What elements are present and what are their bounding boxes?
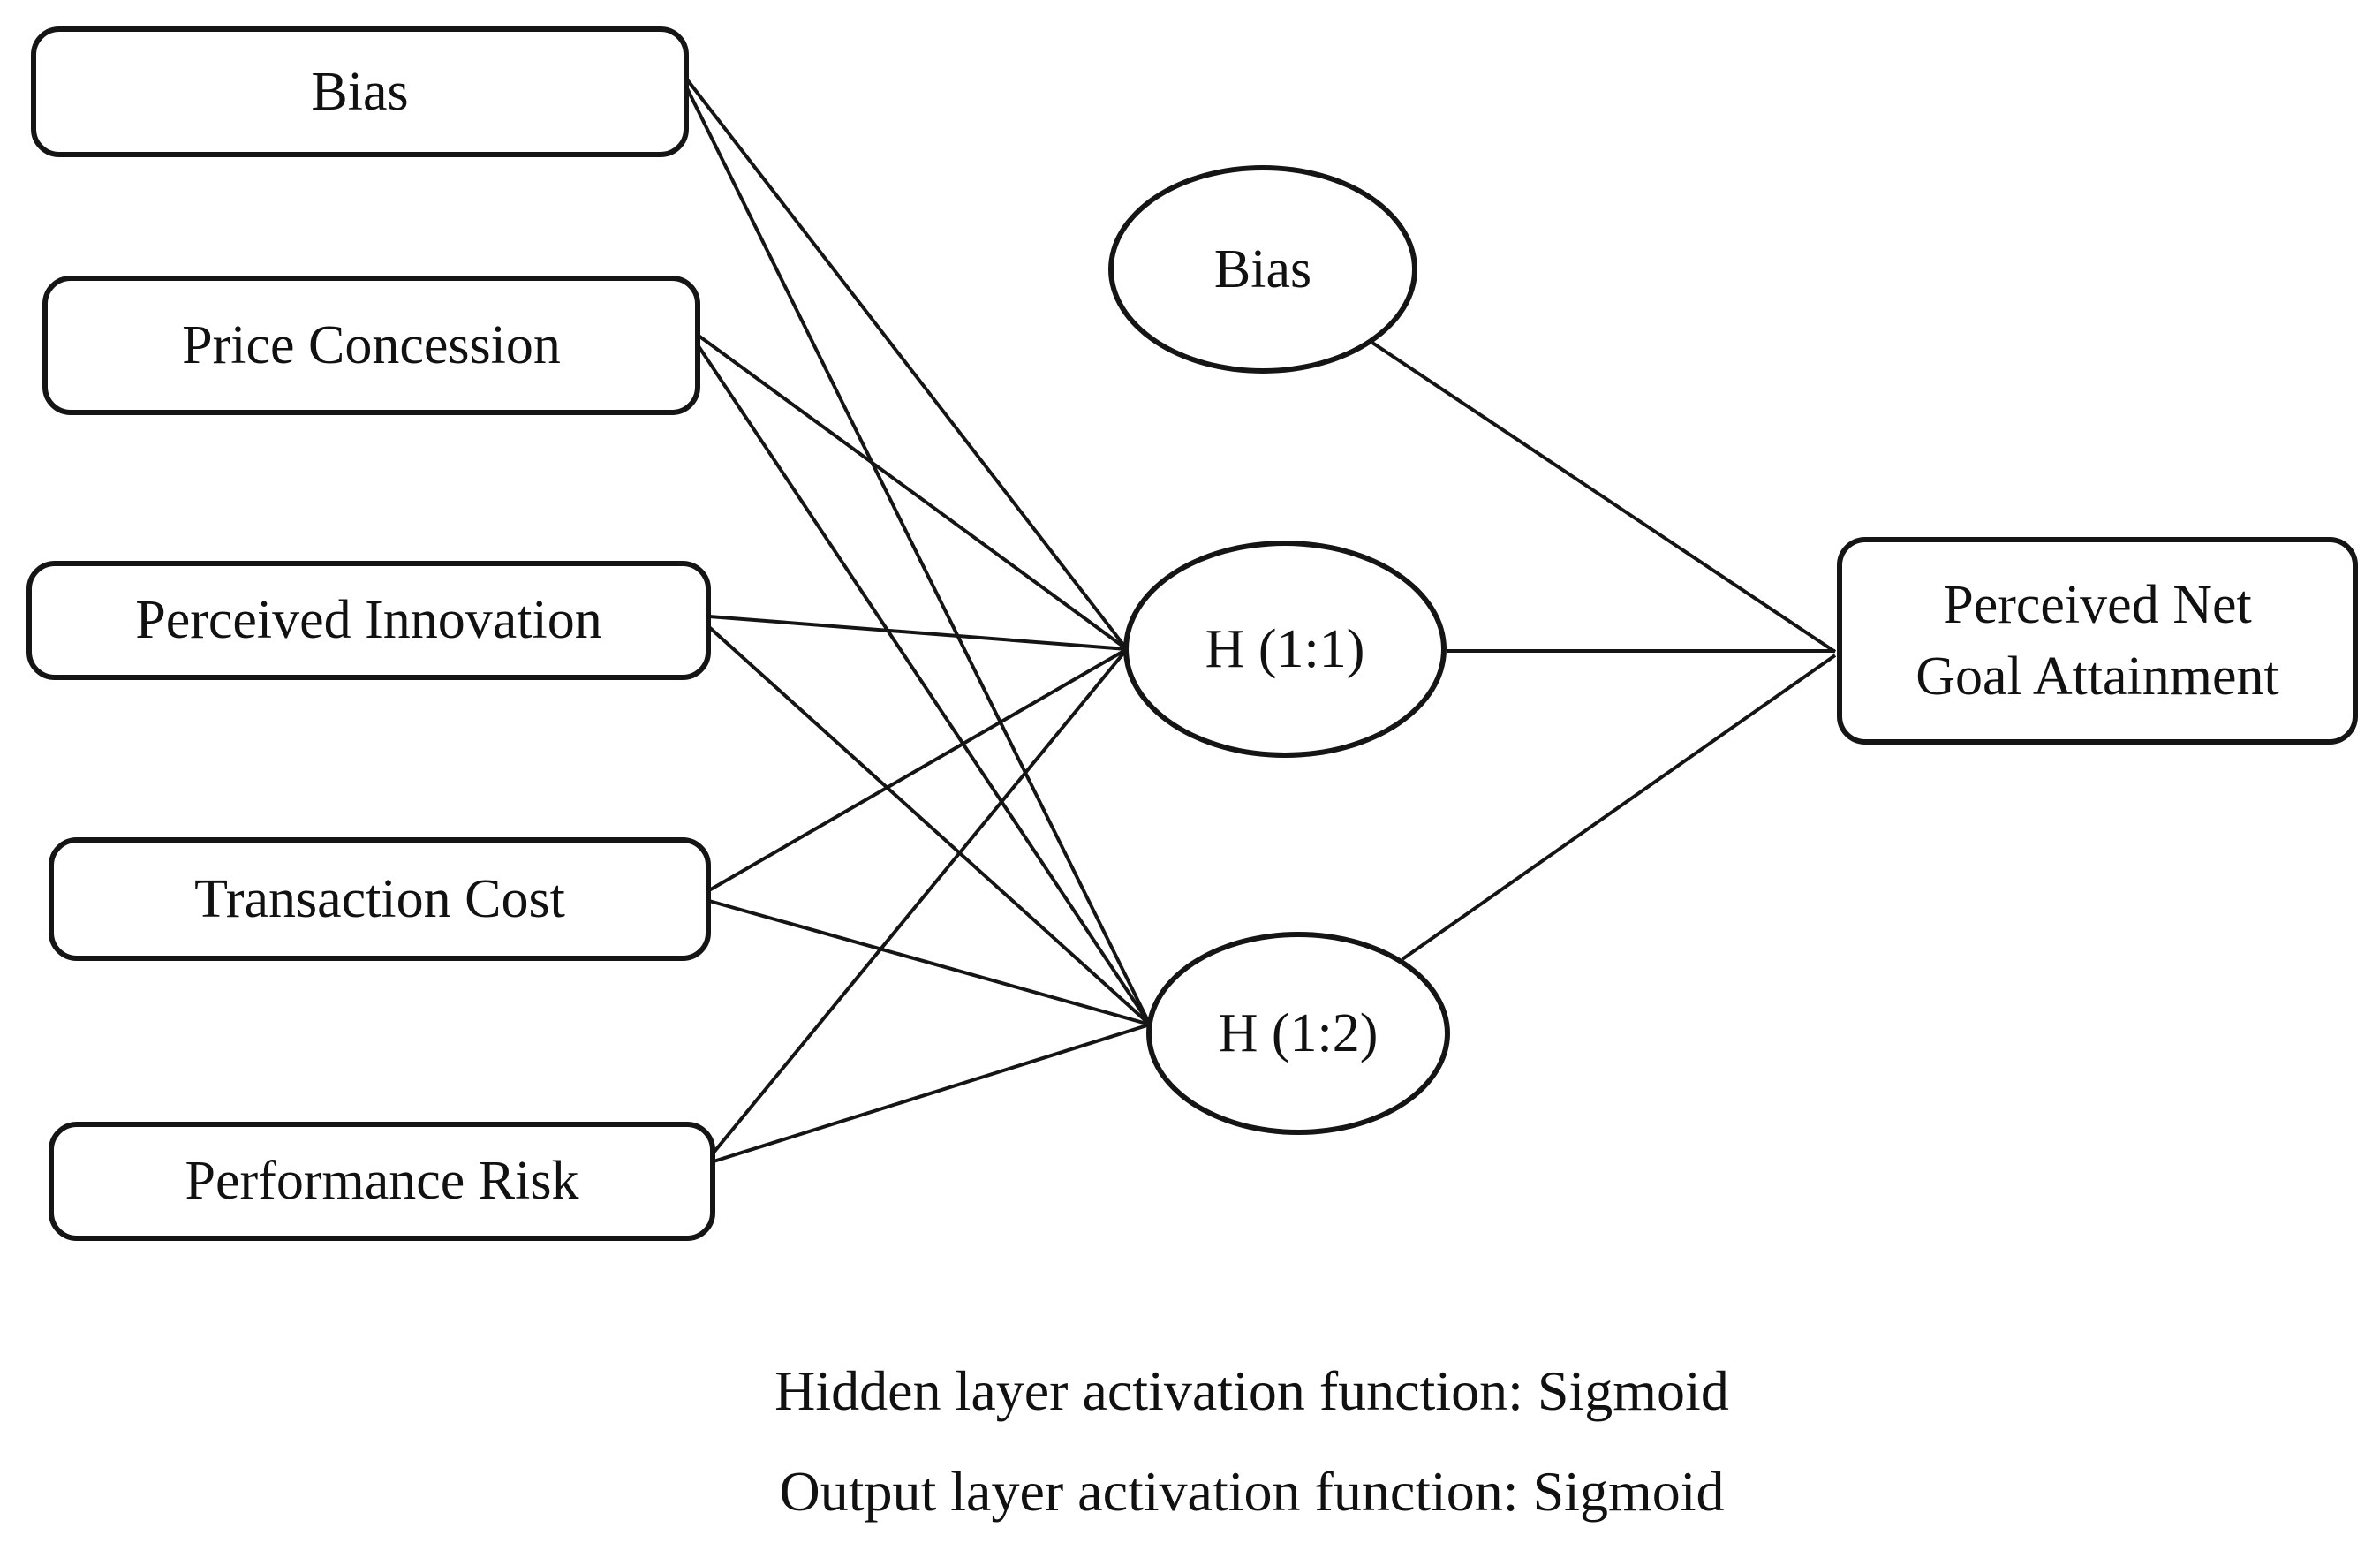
input-node-bias-label: Bias — [311, 61, 409, 122]
caption-hidden-activation: Hidden layer activation function: Sigmoi… — [774, 1359, 1729, 1422]
input-node-bias: Bias — [31, 26, 689, 157]
edge-input-bias-to-h12 — [685, 87, 1152, 1025]
edge-transaction-cost-to-h11 — [708, 647, 1128, 892]
edge-performance-risk-to-h11 — [712, 647, 1129, 1154]
output-node-label-line1: Perceived Net — [1943, 574, 2252, 635]
input-node-price-concession: Price Concession — [42, 276, 700, 415]
hidden-node-h12: H (1:2) — [1146, 932, 1450, 1135]
input-node-price-concession-label: Price Concession — [182, 314, 561, 375]
hidden-node-h11: H (1:1) — [1123, 541, 1447, 758]
output-node-label-line2: Goal Attainment — [1915, 646, 2279, 707]
edge-hidden-bias-to-output — [1371, 341, 1837, 654]
input-node-transaction-cost: Transaction Cost — [49, 837, 711, 961]
output-node-perceived-net-goal-attainment: Perceived Net Goal Attainment — [1837, 537, 2358, 745]
edge-input-bias-to-h11 — [685, 78, 1129, 651]
input-node-transaction-cost-label: Transaction Cost — [194, 868, 565, 929]
edge-transaction-cost-to-h12 — [708, 899, 1151, 1026]
input-node-perceived-innovation-label: Perceived Innovation — [135, 590, 602, 651]
edge-perceived-innovation-to-h12 — [707, 625, 1152, 1026]
caption-output-activation: Output layer activation function: Sigmoi… — [779, 1460, 1725, 1523]
edge-price-concession-to-h12 — [697, 344, 1152, 1026]
input-node-perceived-innovation: Perceived Innovation — [26, 561, 711, 680]
edge-perceived-innovation-to-h11 — [708, 615, 1128, 651]
edge-performance-risk-to-h12 — [713, 1023, 1151, 1163]
input-node-performance-risk-label: Performance Risk — [185, 1151, 579, 1212]
hidden-node-h12-label: H (1:2) — [1218, 1002, 1379, 1063]
hidden-node-h11-label: H (1:1) — [1205, 618, 1365, 679]
edge-price-concession-to-h11 — [697, 334, 1129, 651]
edge-h12-to-output — [1401, 654, 1837, 961]
hidden-node-bias-label: Bias — [1213, 238, 1312, 299]
input-node-performance-risk: Performance Risk — [49, 1122, 715, 1241]
hidden-node-bias: Bias — [1108, 165, 1417, 374]
